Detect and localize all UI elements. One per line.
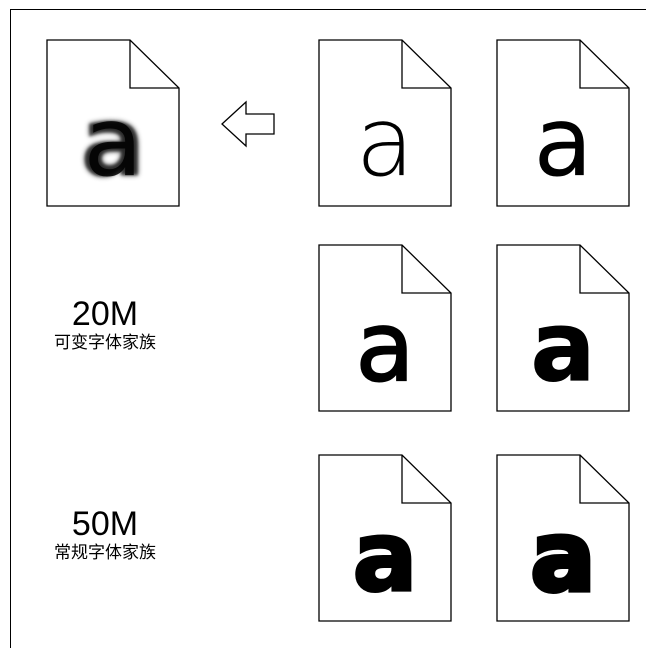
glyph-bold: a xyxy=(351,501,419,613)
document-icon xyxy=(318,39,452,207)
document-icon xyxy=(46,39,180,207)
frame-left-border xyxy=(10,9,11,648)
glyph-layer-mid: a xyxy=(80,86,146,198)
document-icon xyxy=(496,39,630,207)
regular-font-size: 50M xyxy=(71,505,139,543)
glyph-regular: a xyxy=(355,291,416,403)
variable-font-caption: 20M 可变字体家族 xyxy=(40,297,170,353)
regular-font-caption: 50M 常规字体家族 xyxy=(40,507,170,563)
font-document: a xyxy=(496,244,630,412)
glyph-semibold: a xyxy=(530,291,596,403)
document-icon xyxy=(496,244,630,412)
font-document: a xyxy=(318,454,452,622)
regular-font-label: 常规字体家族 xyxy=(54,543,156,563)
document-icon xyxy=(496,454,630,622)
glyph-black: a xyxy=(528,501,598,613)
glyph-layer-bold: a xyxy=(80,86,146,198)
document-icon xyxy=(318,454,452,622)
font-document: a xyxy=(496,454,630,622)
frame-top-border xyxy=(10,9,646,10)
glyph-light: a xyxy=(533,86,593,198)
font-document: a xyxy=(496,39,630,207)
font-document: a xyxy=(318,39,452,207)
variable-font-label: 可变字体家族 xyxy=(54,333,156,353)
variable-font-document: a a a xyxy=(46,39,180,207)
glyph-layer-thin: a xyxy=(83,86,143,198)
document-icon xyxy=(318,244,452,412)
left-arrow-icon xyxy=(221,100,275,148)
font-document: a xyxy=(318,244,452,412)
variable-font-size: 20M xyxy=(71,295,139,333)
glyph-thin: a xyxy=(355,86,415,198)
